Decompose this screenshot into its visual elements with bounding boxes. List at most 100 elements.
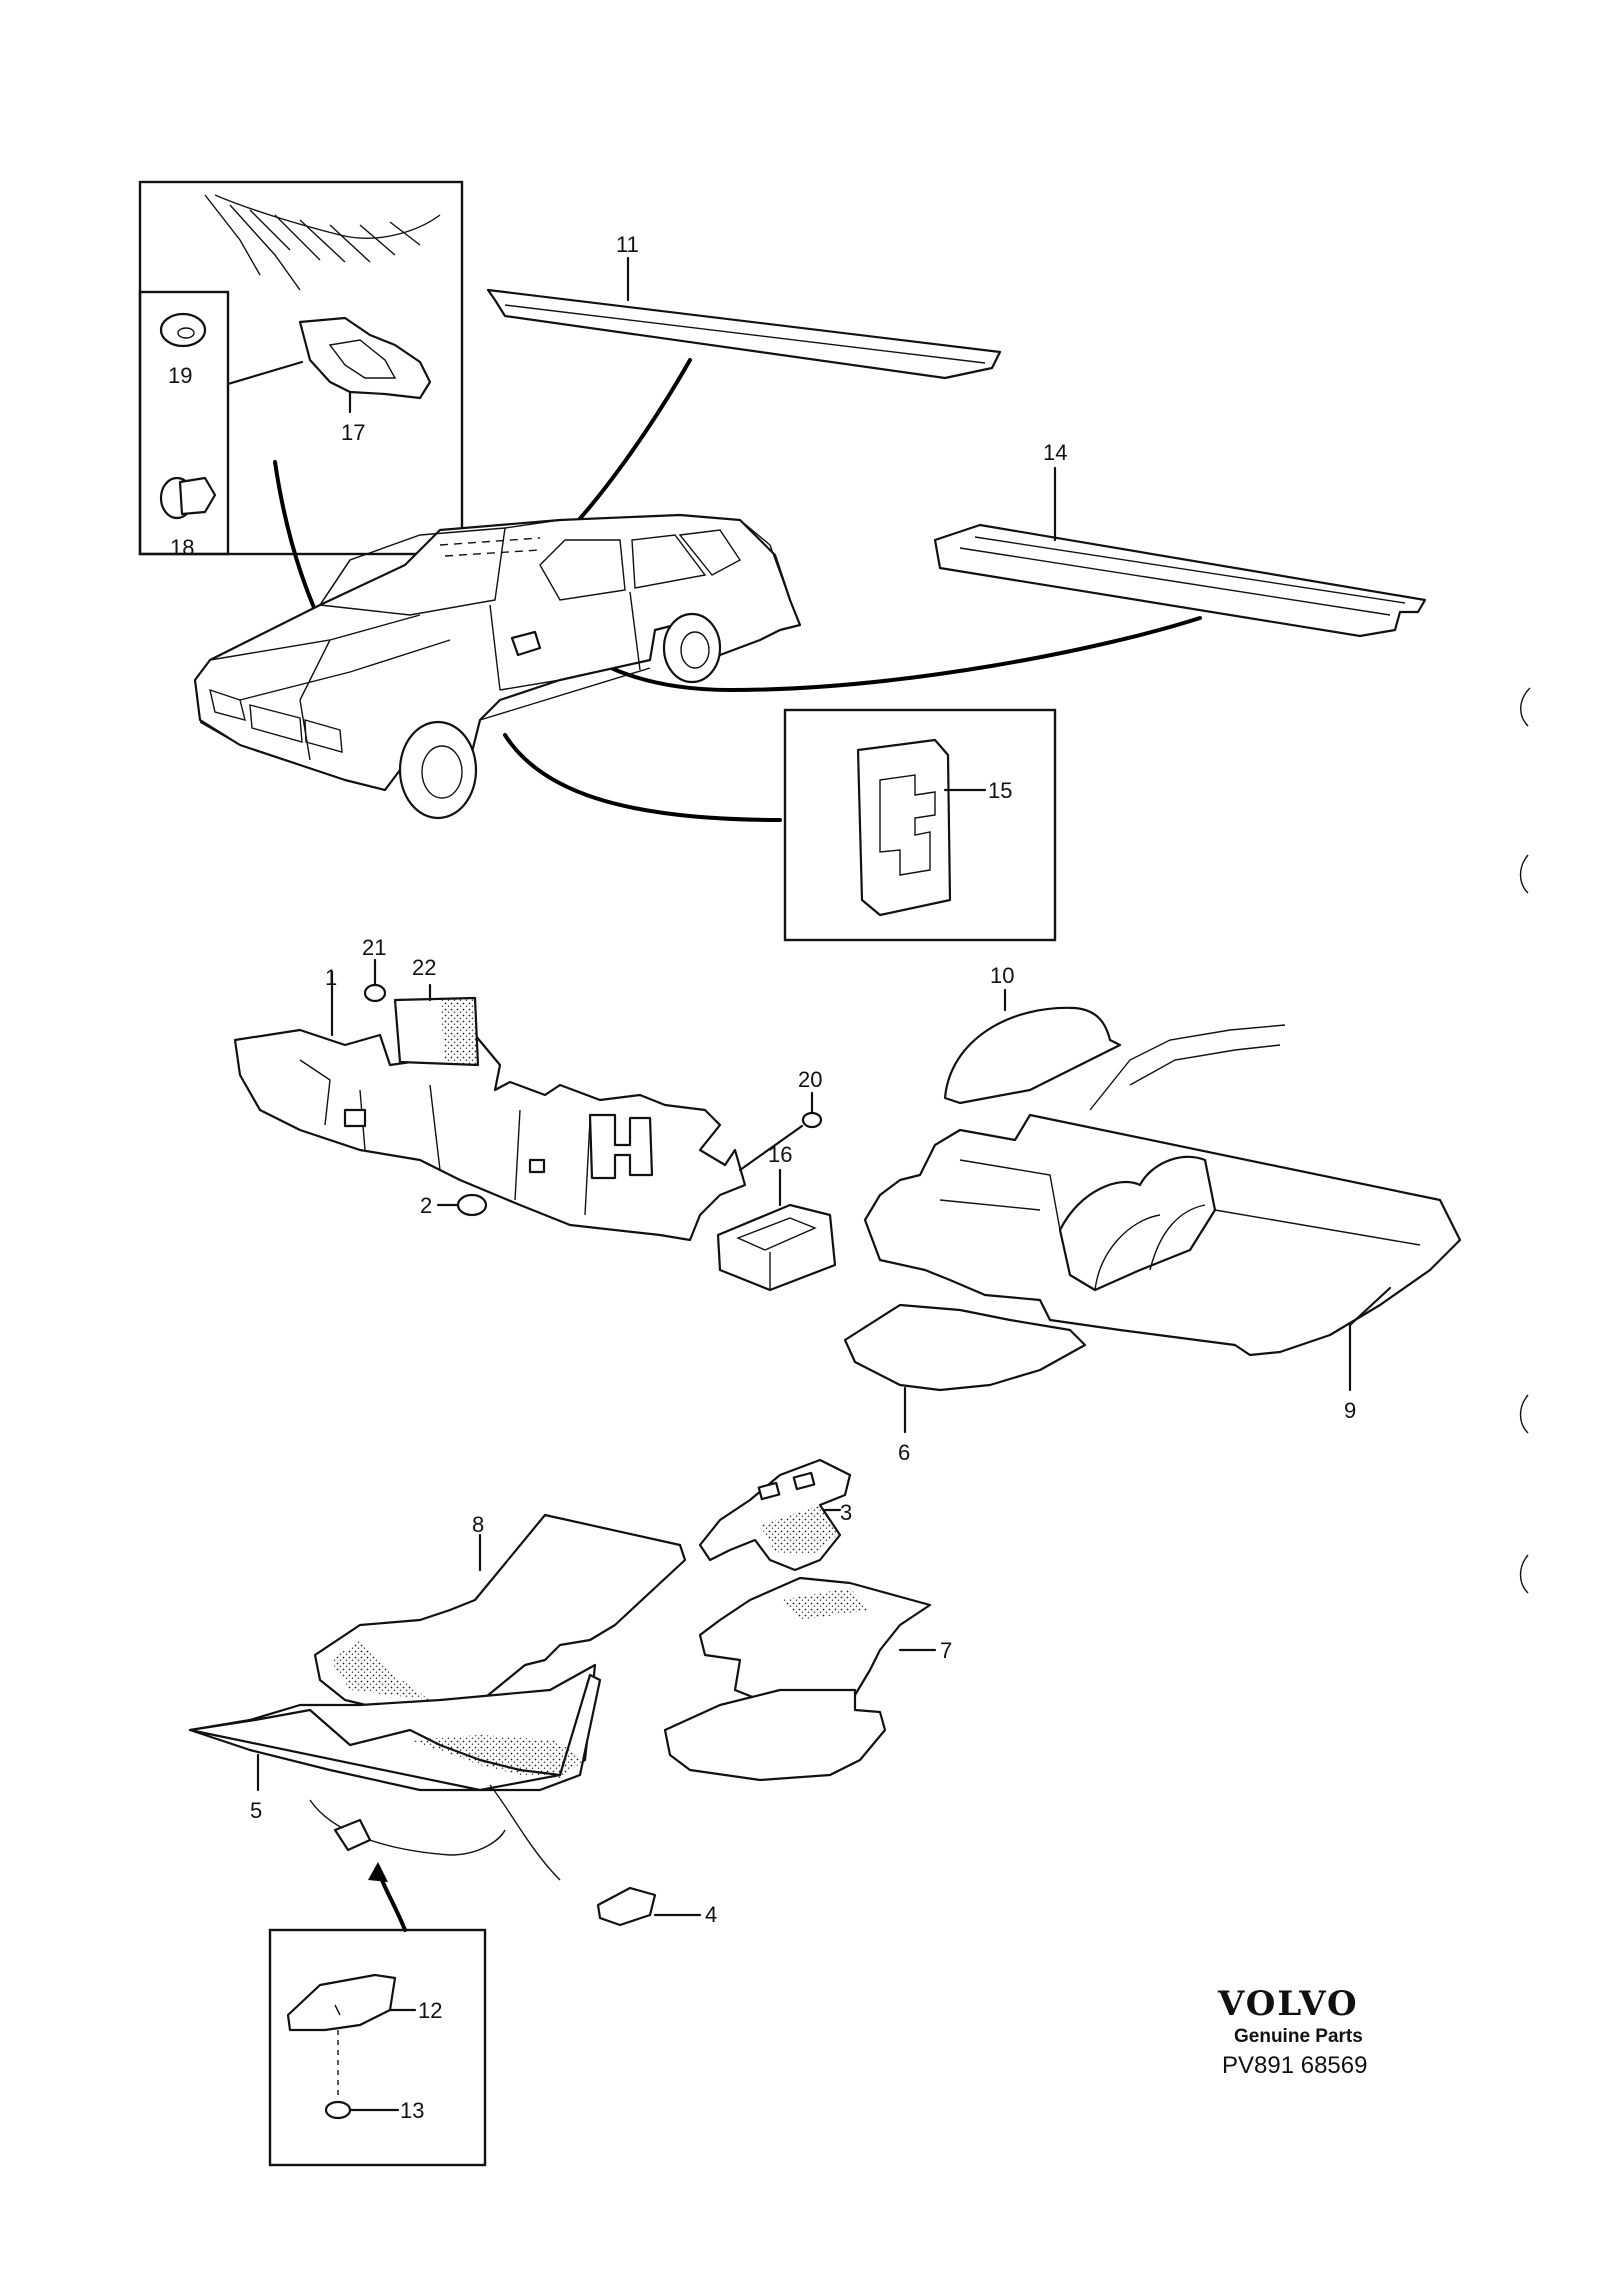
part-6-front-carpet	[843, 1303, 1087, 1392]
brand-block: VOLVO Genuine Parts PV891 68569	[1217, 1984, 1367, 2079]
part-1-h-cutout	[588, 1113, 654, 1180]
part-16-block	[716, 1203, 837, 1292]
callout-11: 11	[616, 232, 639, 257]
part-3-texture	[760, 1505, 838, 1555]
part-9-tunnel-contours	[1094, 1204, 1206, 1291]
car-bonnet-lines	[209, 614, 451, 761]
part-4-clip	[596, 1886, 657, 1927]
inset-15-frame	[783, 708, 1057, 942]
part-14-ribs	[959, 536, 1406, 616]
callout-22: 22	[412, 955, 436, 980]
inset-12-frame	[268, 1928, 487, 2167]
arrow-head-bracket	[368, 1862, 388, 1882]
part-21-nut	[363, 983, 387, 1003]
car-windscreen	[318, 527, 506, 616]
part-5-body-curve	[309, 1784, 561, 1881]
arrow-11-to-roof	[558, 358, 692, 542]
part-9-main-carpet: 10 6 9	[843, 963, 1462, 1465]
car-rear-wheel	[662, 612, 722, 684]
callout-17: 17	[341, 420, 365, 445]
car-rear-door-window	[631, 534, 707, 589]
part-5-trim-face	[188, 1673, 602, 1792]
part-9-rear-edge	[1089, 1024, 1286, 1111]
part-19-clip-hole	[177, 327, 195, 339]
inset-clip-subframe	[138, 290, 230, 556]
callout-9: 9	[1344, 1398, 1356, 1423]
part-19-clip	[159, 312, 207, 348]
part-17-pad	[298, 316, 432, 400]
car-rear-wheel-hub	[680, 631, 710, 669]
part-5-texture	[410, 1735, 585, 1778]
callout-19: 19	[168, 363, 192, 388]
part-11-roof-insulation: 11	[486, 232, 1002, 556]
part-1-shape	[233, 1028, 747, 1242]
callout-5: 5	[250, 1798, 262, 1823]
lower-carpet-parts: 3 8 7 5 4	[188, 1458, 952, 1932]
callout-18: 18	[170, 535, 194, 560]
car-trunk	[739, 519, 791, 601]
inset-windscreen-clips: 17 19 18	[138, 180, 464, 672]
car-bumper	[199, 721, 346, 781]
callout-7: 7	[940, 1638, 952, 1663]
car-quarter-window	[678, 529, 742, 576]
part-20-nut	[801, 1111, 823, 1129]
car-roof-liner-position	[439, 537, 541, 557]
part-2-clip	[456, 1193, 488, 1217]
part-14-shape	[933, 523, 1427, 638]
car-front-wheel	[398, 720, 478, 820]
part-9-contours	[939, 1159, 1421, 1246]
car-front-door-window	[539, 539, 626, 601]
scan-margin-marks	[1519, 687, 1531, 1594]
part-7-lower-shape	[663, 1688, 887, 1782]
callout-12: 12	[418, 1998, 442, 2023]
callout-13: 13	[400, 2098, 424, 2123]
part-15-pad-cutout	[879, 774, 936, 876]
part-3-slot-a	[757, 1481, 781, 1501]
callout-6: 6	[898, 1440, 910, 1465]
part-15-pad	[856, 738, 952, 917]
part-3-tunnel-cover	[698, 1458, 852, 1572]
callout-20: 20	[798, 1067, 822, 1092]
part-12-bracket	[286, 1973, 397, 2032]
brand-tagline: Genuine Parts	[1234, 2026, 1363, 2047]
part-13-clip	[324, 2100, 352, 2120]
part-1-opening-a	[343, 1108, 367, 1128]
part-8-texture	[330, 1640, 430, 1700]
part-16-block-detail	[736, 1217, 817, 1290]
callout-1: 1	[325, 965, 337, 990]
part-7-texture	[780, 1588, 870, 1620]
windscreen-hatching	[204, 194, 441, 291]
part-1-opening-b	[528, 1158, 546, 1174]
part-illustration-code: PV891 68569	[1222, 2052, 1367, 2079]
car-headlights-grille	[209, 688, 343, 753]
part-11-edge	[504, 304, 986, 364]
binder-marks	[1519, 687, 1531, 1594]
callout-4: 4	[705, 1902, 717, 1927]
callout-3: 3	[840, 1500, 852, 1525]
part-22-pad-texture	[440, 998, 478, 1065]
car-illustration	[193, 513, 802, 822]
leader-19-17	[226, 360, 304, 386]
leader-20-to-bulkhead	[738, 1124, 804, 1172]
leader-9b	[1348, 1286, 1392, 1327]
callout-14: 14	[1043, 440, 1067, 465]
part-3-slot-b	[792, 1471, 816, 1491]
car-front-wheel-hub	[421, 745, 463, 799]
callout-10: 10	[990, 963, 1014, 988]
car-mirror	[510, 630, 542, 657]
callout-2: 2	[420, 1193, 432, 1218]
part-18-push-clip-stem	[178, 476, 217, 516]
part-5-bracket	[333, 1818, 372, 1852]
callout-16: 16	[768, 1142, 792, 1167]
callout-8: 8	[472, 1512, 484, 1537]
part-1-bulkhead-insulation: 1 21 22 2 20 16	[233, 935, 837, 1292]
inset-bracket-clip: 12 13	[268, 1928, 487, 2167]
car-door-lines	[479, 591, 651, 721]
arrow-sill-to-inset-15	[503, 733, 782, 822]
callout-15: 15	[988, 778, 1012, 803]
inset-door-pad: 15	[783, 708, 1057, 942]
part-10-wheelhouse-cover	[943, 1006, 1122, 1105]
part-17-pad-relief	[328, 339, 397, 379]
callout-21: 21	[362, 935, 386, 960]
